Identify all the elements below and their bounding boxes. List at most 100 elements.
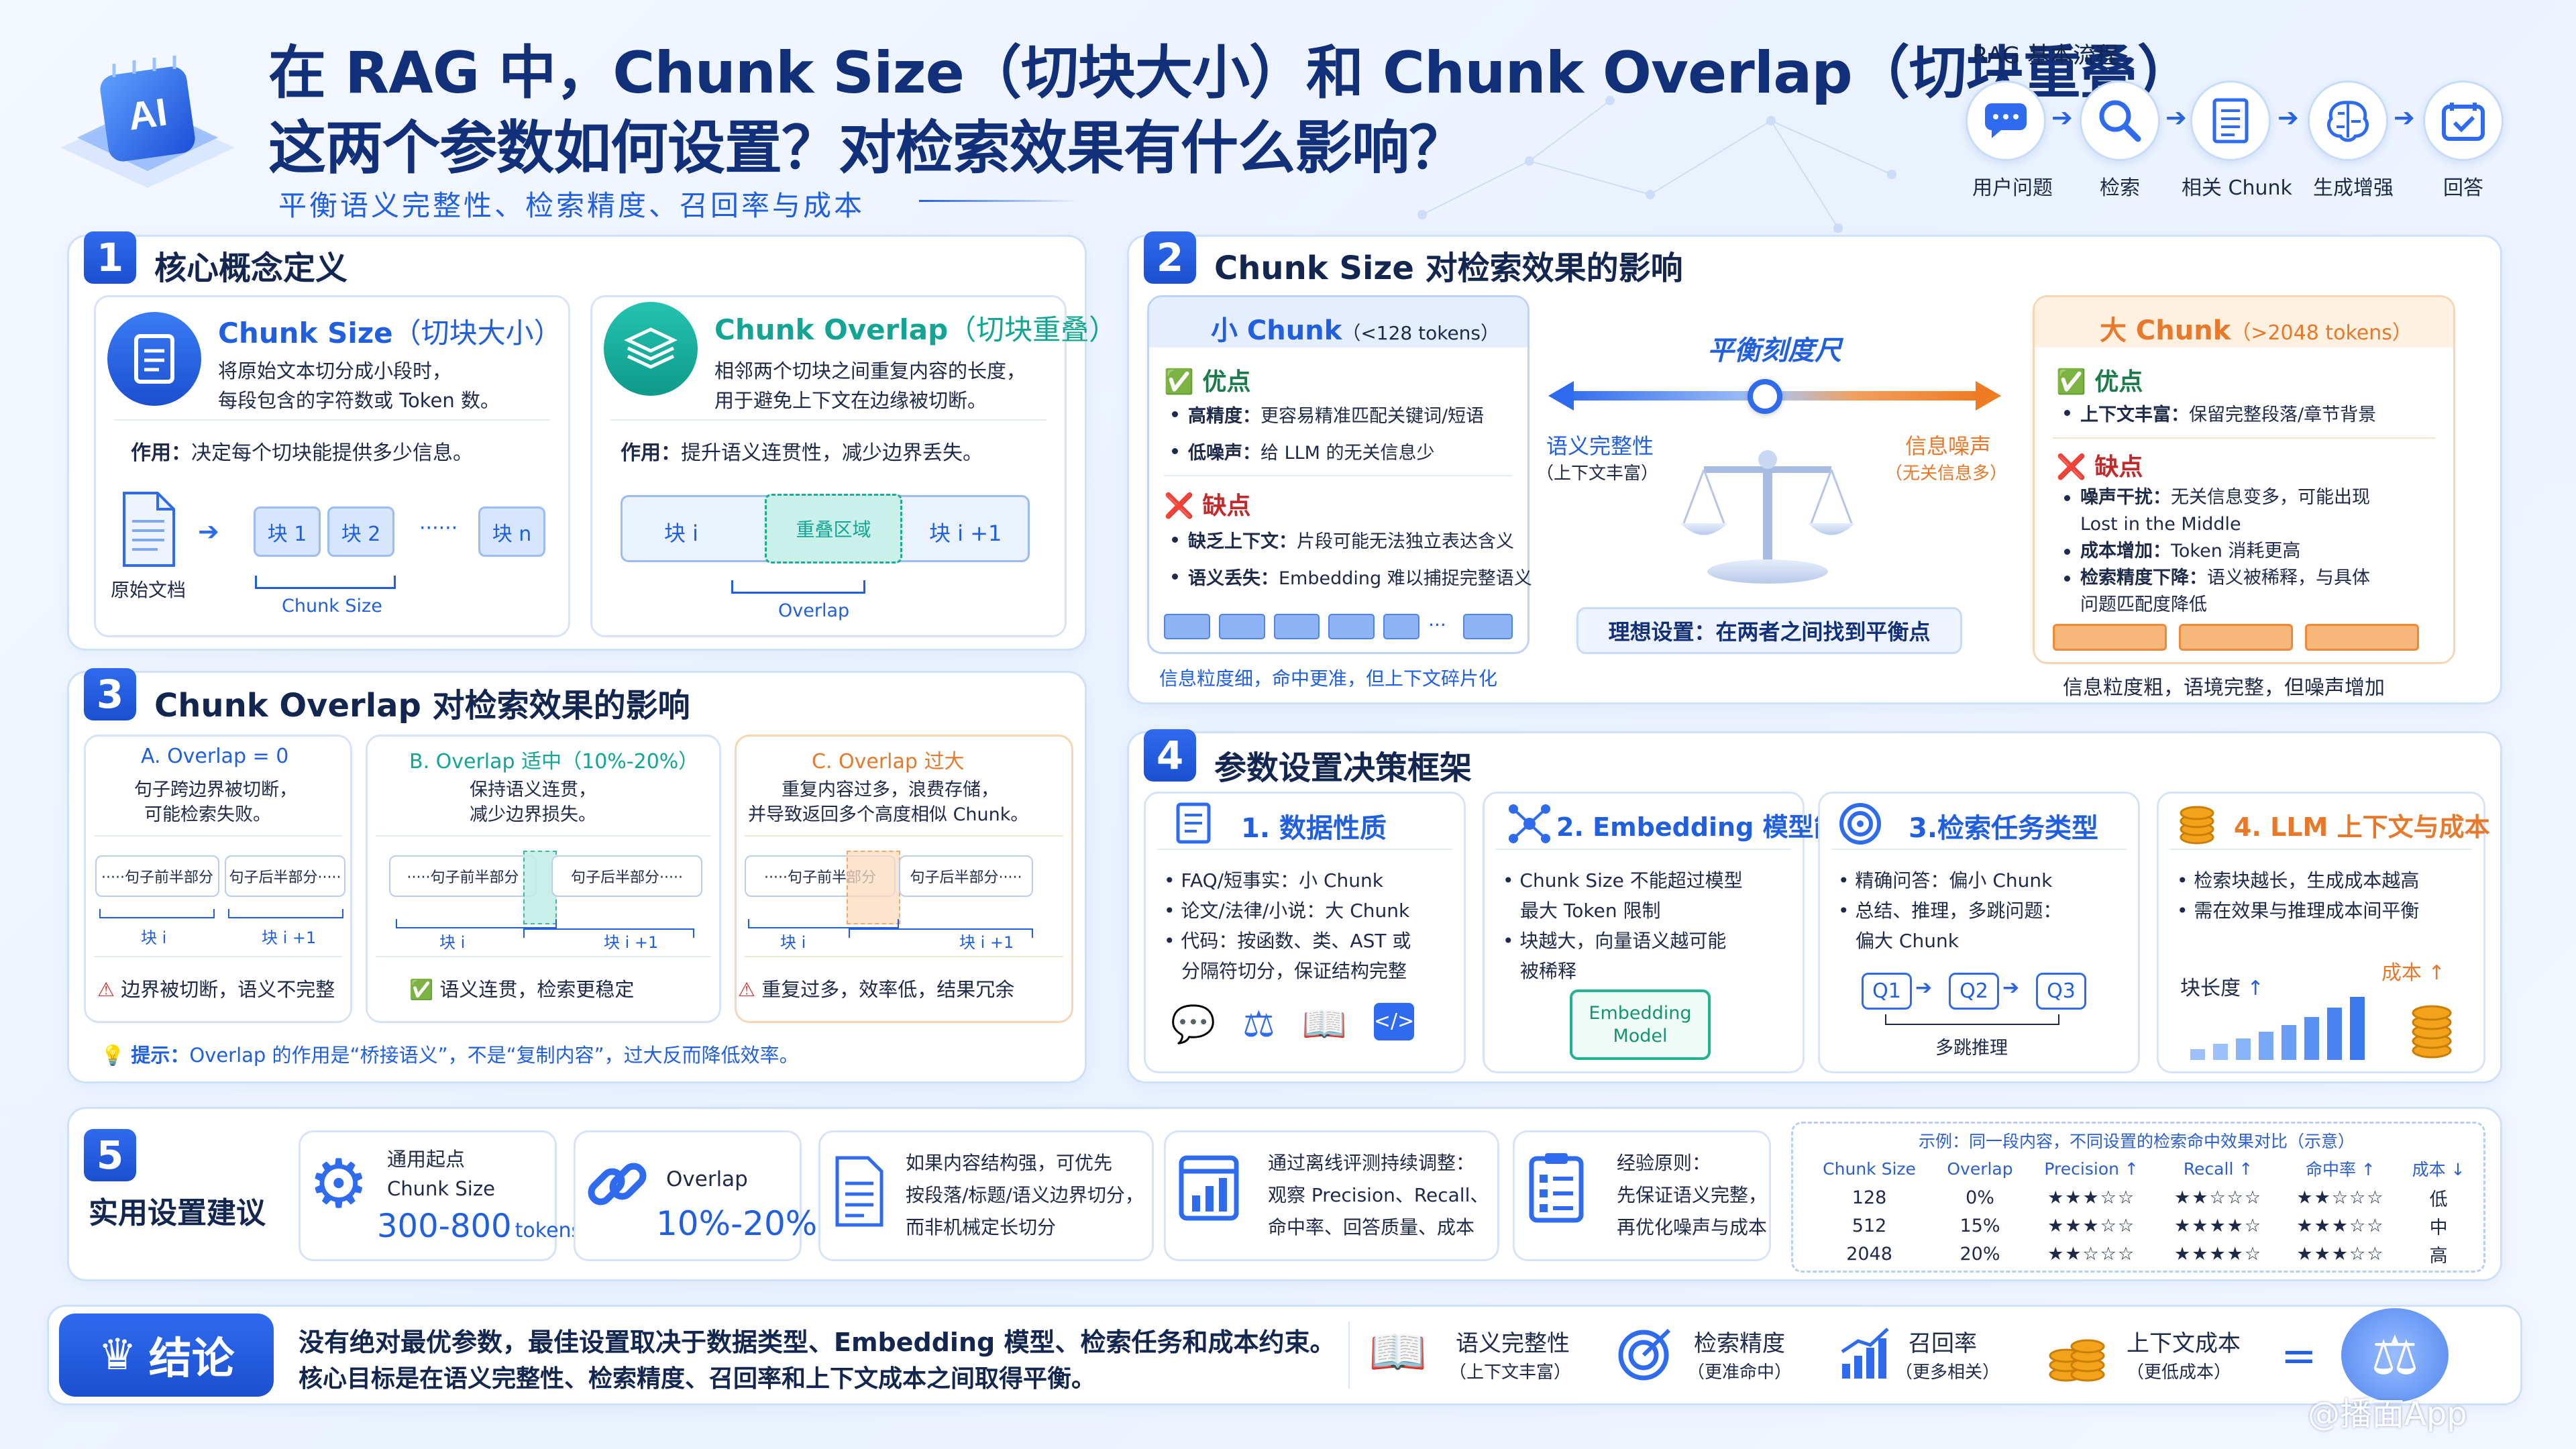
- overlap-col-result: 重复过多，效率低，结果冗余: [761, 978, 1015, 1001]
- divider: [114, 419, 550, 421]
- framework-item: 被稀释: [1520, 960, 1577, 982]
- con-value: 片段可能无法独立表达含义: [1297, 531, 1514, 552]
- conclusion-line2: 核心目标是在语义完整性、检索精度、召回率和上下文成本之间取得平衡。: [299, 1365, 1096, 1393]
- chunk-size-title-paren: （切块大小）: [392, 317, 562, 350]
- section-number: 3: [84, 668, 136, 720]
- scale-title: 平衡刻度尺: [1707, 335, 1841, 366]
- large-chunk-title: 大 Chunk: [2100, 315, 2231, 346]
- divider: [2053, 437, 2435, 439]
- check-icon: ✅: [2056, 368, 2086, 396]
- document-icon: [107, 312, 201, 406]
- pro-key: 高精度：: [1188, 406, 1260, 427]
- chunk-size-bracket-label: Chunk Size: [282, 596, 382, 616]
- page-subtitle: 平衡语义完整性、检索精度、召回率与成本: [278, 189, 865, 222]
- experience-advice-text: 经验原则：先保证语义完整，再优化噪声与成本: [1617, 1147, 1767, 1244]
- con-value: Lost in the Middle: [2080, 514, 2241, 535]
- flow-step-label: 用户问题: [1972, 176, 2053, 200]
- con-key: 语义丢失：: [1188, 568, 1279, 589]
- document-icon: [2190, 80, 2271, 161]
- large-chunk-pros: 上下文丰富：保留完整段落/章节背景: [2063, 400, 2376, 437]
- growth-bars: [2190, 993, 2365, 1060]
- chunk-i-plus-1-label: 块 i +1: [929, 521, 1002, 546]
- overlap-col-desc: 可能检索失败。: [144, 804, 271, 825]
- divider: [1157, 849, 1452, 850]
- small-chunk-header: [1149, 297, 1527, 347]
- arrow-icon: ➔: [198, 517, 219, 546]
- divider: [94, 835, 342, 837]
- framework-list: • Chunk Size 不能超过模型 最大 Token 限制 • 块越大，向量…: [1503, 869, 1743, 982]
- section-number: 4: [1144, 729, 1196, 782]
- cons-label: 缺点: [1202, 492, 1251, 520]
- overlap-advice-value: 10%-20%: [656, 1204, 818, 1243]
- flow-step-label: 回答: [2443, 176, 2483, 200]
- table-header: Overlap: [1947, 1159, 2013, 1179]
- flow-arrow-icon: ➔: [2394, 103, 2415, 132]
- large-chunk-caption: 信息粒度粗，语境完整，但噪声增加: [2063, 676, 2385, 700]
- chunk-label: 块 i +1: [604, 933, 659, 952]
- up-arrow-icon: ↑: [2247, 977, 2264, 1000]
- multihop-label: 多跳推理: [1935, 1038, 2008, 1059]
- check-icon: ✅: [1164, 368, 1194, 396]
- up-arrow-icon: ↑: [2428, 961, 2445, 985]
- cons-label: 缺点: [2094, 453, 2143, 481]
- overlap-col-title: A. Overlap = 0: [141, 745, 289, 768]
- con-key: 缺乏上下文：: [1188, 531, 1297, 552]
- chip-label: Model: [1613, 1025, 1668, 1046]
- table-header: 命中率 ↑: [2305, 1160, 2375, 1179]
- flow-arrow-icon: ➔: [2051, 103, 2073, 132]
- large-chunk-blocks: [2053, 624, 2419, 651]
- pro-key: 低噪声：: [1188, 443, 1260, 464]
- pro-value: 更容易精准匹配关键词/短语: [1260, 406, 1485, 427]
- table-cell: 512: [1851, 1215, 1887, 1236]
- framework-item: 最大 Token 限制: [1520, 900, 1661, 922]
- table-header: Chunk Size: [1823, 1159, 1916, 1179]
- section-title: 参数设置决策框架: [1214, 749, 1472, 787]
- table-cell: 低: [2429, 1189, 2448, 1210]
- framework-item: 分隔符切分，保证结构完整: [1181, 960, 1407, 982]
- lightbulb-icon: 💡: [101, 1044, 125, 1067]
- start-value: 300-800: [377, 1208, 512, 1245]
- divider: [1348, 1322, 1350, 1389]
- small-chunk-pros: 高精度：更容易精准匹配关键词/短语 低噪声：给 LLM 的无关信息少: [1171, 401, 1484, 475]
- conclusion-line1: 没有绝对最优参数，最佳设置取决于数据类型、Embedding 模型、检索任务和成…: [299, 1328, 1336, 1357]
- divider: [745, 835, 1063, 837]
- goal-title: 检索精度: [1694, 1330, 1785, 1357]
- pro-value: 保留完整段落/章节背景: [2189, 405, 2377, 425]
- small-chunk-cons: 缺乏上下文：片段可能无法独立表达含义 语义丢失：Embedding 难以捕捉完整…: [1171, 527, 1532, 600]
- pros-label: 优点: [1202, 368, 1251, 396]
- table-cell: 20%: [1960, 1243, 2000, 1265]
- document-icon: [832, 1154, 885, 1230]
- answer-icon: [2423, 80, 2504, 161]
- raw-document-icon: [111, 486, 184, 576]
- framework-item: Chunk Size 不能超过模型: [1519, 869, 1743, 892]
- section-title: 核心概念定义: [154, 250, 348, 287]
- table-cell: ★★★☆☆: [2047, 1187, 2136, 1208]
- section-title: 实用设置建议: [89, 1196, 266, 1230]
- data-type-icons: 💬⚖📖</>: [1171, 1003, 1414, 1046]
- overlap-bracket: [731, 580, 865, 594]
- con-value: Token 消耗更高: [2171, 541, 2301, 561]
- large-chunk-header: [2035, 297, 2453, 347]
- advice-line: 经验原则：: [1617, 1152, 1711, 1174]
- overlap-zone: 重叠区域: [765, 494, 902, 564]
- overlap-col-result: 语义连贯，检索更稳定: [439, 978, 635, 1001]
- large-chunk-paren: （>2048 tokens）: [2231, 321, 2412, 345]
- con-value: 无关信息变多，可能出现: [2171, 487, 2370, 508]
- tip-text: Overlap 的作用是“桥接语义”，不是“复制内容”，过大反而降低效率。: [189, 1044, 799, 1067]
- con-key: 检索精度下降：: [2080, 568, 2207, 588]
- chip-label: Embedding: [1589, 1002, 1692, 1024]
- chunk-size-desc: 将原始文本切分成小段时，: [218, 360, 452, 382]
- chunk-overlap-desc: 相邻两个切块之间重复内容的长度，: [714, 360, 1026, 382]
- bracket-b: [849, 928, 1033, 938]
- goal-sub: （更多相关）: [1895, 1362, 2000, 1383]
- table-header: Recall ↑: [2183, 1159, 2253, 1179]
- table-cell: ★★★☆☆: [2296, 1243, 2385, 1265]
- embedding-capability-card: [1483, 792, 1805, 1073]
- layers-icon: [604, 302, 698, 396]
- chat-icon: [1966, 80, 2046, 161]
- gear-icon: ⚙: [309, 1144, 369, 1223]
- chunk-label: 块 i +1: [959, 933, 1014, 952]
- section-number: 2: [1144, 231, 1196, 284]
